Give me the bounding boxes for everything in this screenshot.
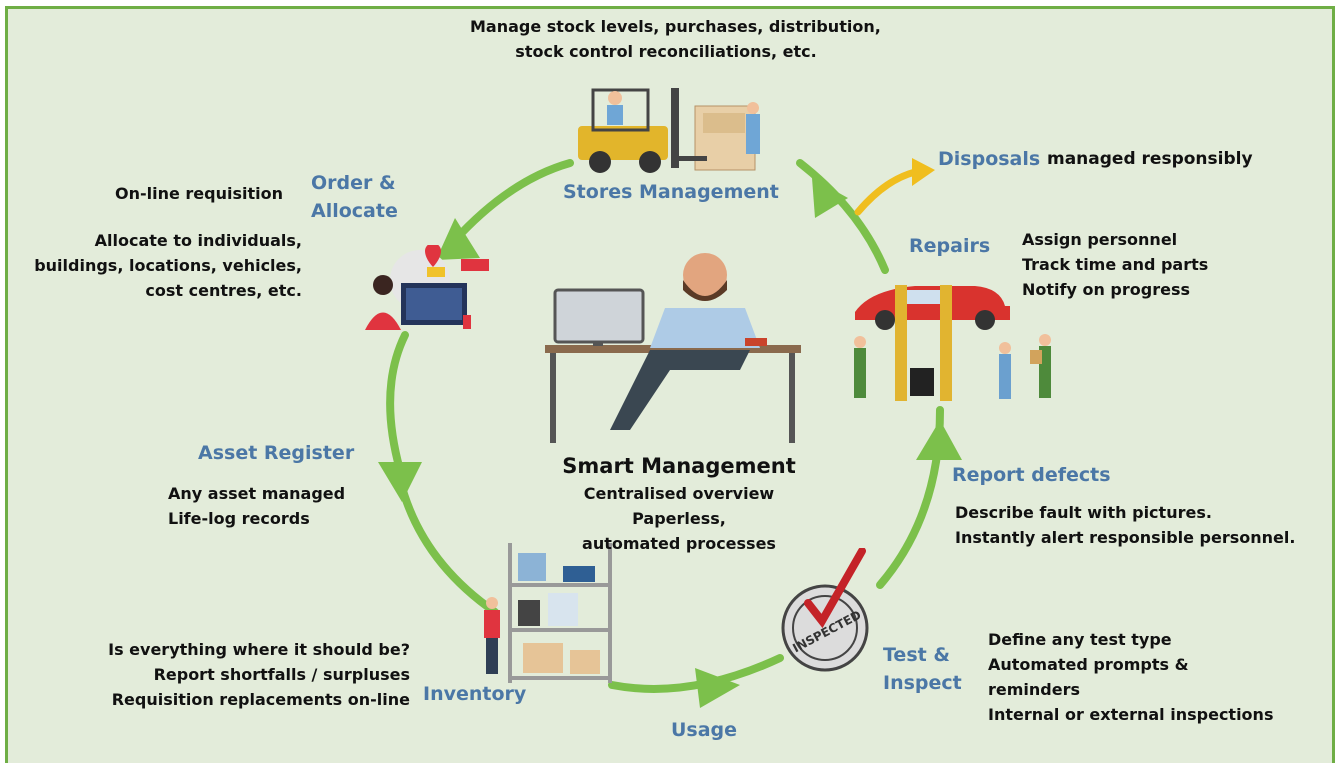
defects-title: Report defects [952,464,1111,486]
arc-asset-to-inventory [396,476,499,616]
defects-item: Describe fault with pictures. [955,503,1212,522]
test-item: Internal or external inspections [988,705,1274,724]
arc-inventory-to-usage [608,654,784,693]
order-title-line: Order & [311,172,396,194]
order-allocate-line: Allocate to individuals, [94,231,302,250]
asset-title: Asset Register [198,442,355,464]
warehouse-shelves-icon [484,543,612,683]
office-worker-desk-icon [545,253,801,443]
center-line: Centralised overview [583,484,775,503]
center-text: Centralised overview Paperless, automate… [540,481,818,556]
order-requisition: On-line requisition [115,184,284,203]
center-line: automated processes [582,534,776,553]
test-item: Define any test type [988,630,1172,649]
asset-item: Life-log records [168,509,310,528]
defects-list: Describe fault with pictures. Instantly … [955,500,1295,550]
order-allocate-text: Allocate to individuals, buildings, loca… [18,228,302,303]
arrowhead-asset [378,462,422,502]
inventory-list: Is everything where it should be? Report… [30,637,410,712]
arrowhead-defects [916,420,962,460]
asset-item: Any asset managed [168,484,346,503]
asset-list: Any asset managed Life-log records [168,481,345,531]
inventory-item: Is everything where it should be? [108,640,410,659]
disposals-arrowhead [912,158,935,186]
test-item: reminders [988,680,1081,699]
arrowhead-stores [812,178,848,218]
repairs-item: Notify on progress [1022,280,1191,299]
defects-item: Instantly alert responsible personnel. [955,528,1296,547]
disposals-arrow [854,168,919,216]
arc-stores-to-order [451,159,574,244]
arrowhead-order [436,218,480,260]
inventory-item: Report shortfalls / surpluses [153,665,410,684]
arc-repairs-to-stores [796,159,889,274]
order-allocate-line: buildings, locations, vehicles, [34,256,302,275]
diagram-frame [5,6,1335,763]
test-item: Automated prompts & [988,655,1189,674]
stores-desc-line: stock control reconciliations, etc. [515,42,817,61]
car-lift-repair-icon [854,285,1051,401]
stores-description: Manage stock levels, purchases, distribu… [470,14,881,64]
inspected-stamp-icon: INSPECTED [781,548,869,672]
order-allocate-line: cost centres, etc. [145,281,302,300]
inventory-title: Inventory [423,683,527,705]
center-line: Paperless, [632,509,726,528]
stores-title: Stores Management [563,181,779,203]
order-title: Order & Allocate [311,169,398,225]
arrowhead-usage [695,668,740,708]
dispatcher-computer-icon [365,245,489,330]
disposals-title: Disposals [938,148,1041,170]
order-title-line: Allocate [311,200,398,222]
forklift-warehouse-icon [578,88,760,173]
center-title: Smart Management [562,454,796,478]
disposals-text: managed responsibly [1047,149,1253,169]
usage-title: Usage [671,719,738,741]
test-title: Test & Inspect [883,641,962,697]
test-title-line: Inspect [883,672,962,694]
test-list: Define any test type Automated prompts &… [988,627,1273,727]
test-title-line: Test & [883,644,950,666]
stores-desc-line: Manage stock levels, purchases, distribu… [470,17,881,36]
repairs-item: Track time and parts [1022,255,1209,274]
repairs-item: Assign personnel [1022,230,1178,249]
inventory-item: Requisition replacements on-line [111,690,410,709]
arc-order-to-asset [386,331,409,474]
repairs-title: Repairs [909,235,991,257]
repairs-list: Assign personnel Track time and parts No… [1022,227,1208,302]
